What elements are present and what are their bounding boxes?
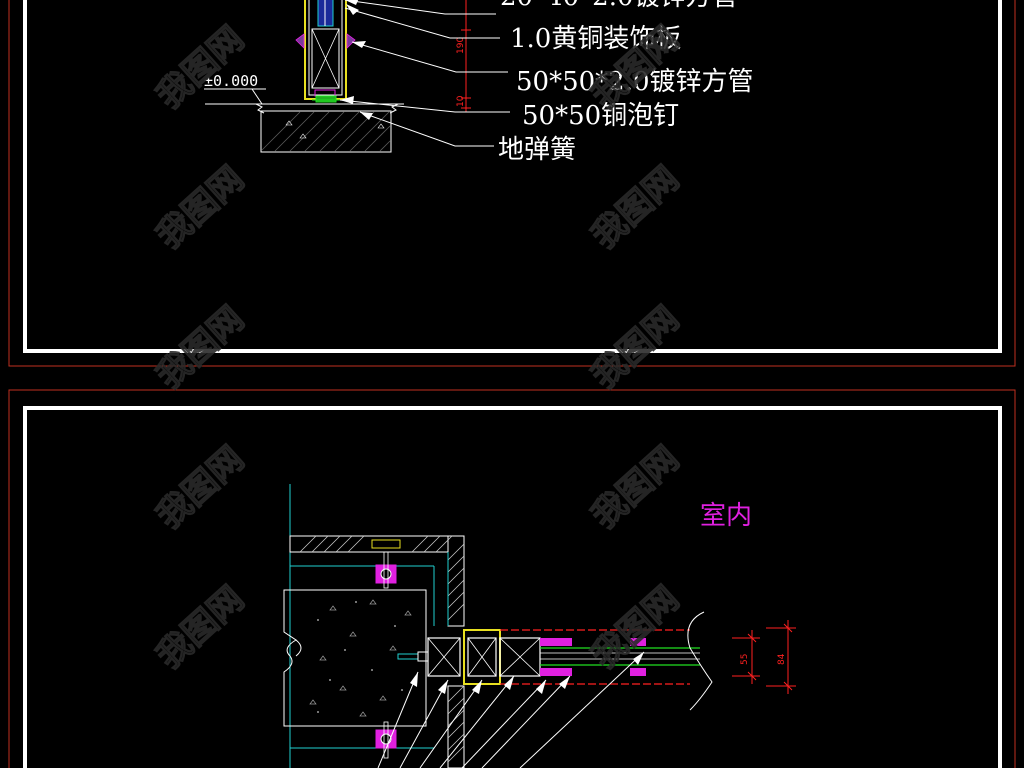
top-panel-inner-border <box>23 0 1002 353</box>
dim-text-84: 84 <box>777 653 787 665</box>
label-floor-spring: 地弹簧 <box>498 135 576 165</box>
steel-tubes <box>427 629 541 685</box>
label-top-cut: 20*40*2.0镀锌方管 <box>500 0 738 12</box>
bottom-drawing-panel: 室内 <box>8 389 1016 768</box>
watermark: 我图网 <box>149 439 252 537</box>
watermark: 我图网 <box>149 159 252 257</box>
level-mark: ±0.000 <box>204 72 266 105</box>
bottom-arrowheads <box>410 652 644 694</box>
watermark: 我图网 <box>149 299 252 397</box>
concrete-column <box>283 589 427 727</box>
top-panel-outer-border <box>8 0 1016 367</box>
indoor-label: 室内 <box>700 501 752 531</box>
dim-text-10: 10 <box>456 95 466 107</box>
watermark: 我图网 <box>584 439 687 537</box>
top-dimension-line: 190 10 <box>456 0 471 112</box>
label-copper-rivet: 50*50铜泡钉 <box>522 101 679 131</box>
expansion-bolt <box>397 651 429 662</box>
watermark: 我图网 <box>149 579 252 677</box>
watermark: 我图网 <box>584 299 687 397</box>
bottom-panel-inner-border <box>23 406 1002 768</box>
label-square-tube: 50*50*2.0镀锌方管 <box>516 67 754 97</box>
watermark: 我图网 <box>584 159 687 257</box>
bottom-leader-lines <box>377 651 645 768</box>
floor-foundation <box>205 103 404 153</box>
label-brass-plate: 1.0黄铜装饰板 <box>510 24 681 54</box>
dim-text-55: 55 <box>740 654 750 665</box>
bottom-panel-outer-border <box>8 389 1016 768</box>
door-section <box>295 0 356 103</box>
glass-panel <box>500 611 713 711</box>
bottom-dimension-lines: 55 84 <box>732 620 796 694</box>
top-leader-lines <box>339 0 510 147</box>
top-drawing-panel: ±0.000 <box>8 0 1016 367</box>
anchor-bolts <box>371 539 401 759</box>
top-arrowheads <box>340 0 373 120</box>
wall-section <box>289 484 465 768</box>
level-mark-label: ±0.000 <box>204 72 258 90</box>
dim-text-190: 190 <box>456 37 466 54</box>
watermark: 我图网 <box>149 19 252 117</box>
